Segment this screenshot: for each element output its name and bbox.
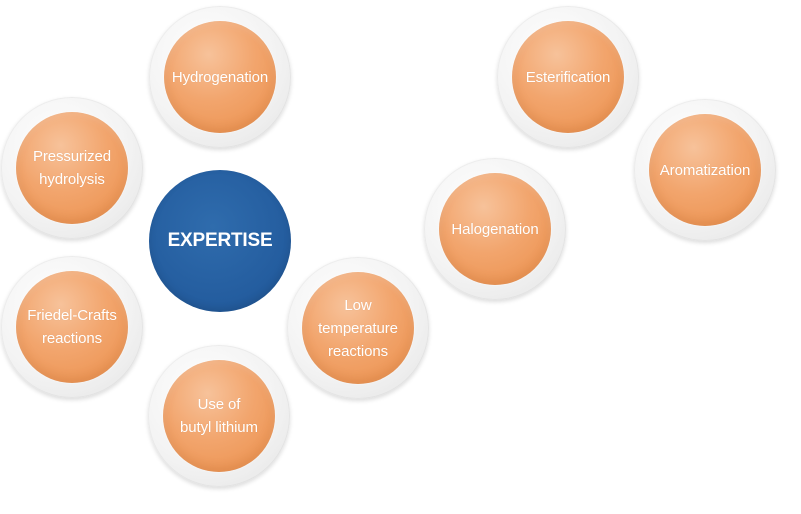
- bubble-butyl-lithium-inner: Use of butyl lithium: [163, 360, 275, 472]
- bubble-label: Friedel-Crafts reactions: [27, 307, 117, 347]
- bubble-label: Esterification: [525, 68, 611, 86]
- bubble-label: Use of butyl lithium: [180, 396, 258, 436]
- bubble-aromatization: Aromatization: [634, 99, 776, 241]
- bubble-pressurized-hydrolysis: Pressurized hydrolysis: [1, 97, 143, 239]
- bubble-friedel-crafts-inner: Friedel-Crafts reactions: [16, 271, 128, 383]
- bubble-halogenation-inner: Halogenation: [439, 173, 551, 285]
- bubble-pressurized-hydrolysis-inner: Pressurized hydrolysis: [16, 112, 128, 224]
- bubble-hydrogenation-inner: Hydrogenation: [164, 21, 276, 133]
- center-label: EXPERTISE: [167, 230, 273, 251]
- bubble-hydrogenation: Hydrogenation: [149, 6, 291, 148]
- bubble-label: Aromatization: [659, 161, 751, 179]
- bubble-low-temperature-inner: Low temperature reactions: [302, 272, 414, 384]
- bubble-friedel-crafts: Friedel-Crafts reactions: [1, 256, 143, 398]
- bubble-label: Halogenation: [451, 220, 539, 238]
- bubble-esterification-inner: Esterification: [512, 21, 624, 133]
- bubble-label: Pressurized hydrolysis: [32, 148, 112, 188]
- bubble-aromatization-inner: Aromatization: [649, 114, 761, 226]
- bubble-halogenation: Halogenation: [424, 158, 566, 300]
- bubble-label: Hydrogenation: [171, 68, 269, 86]
- bubble-label: Low temperature reactions: [318, 296, 398, 360]
- bubble-esterification: Esterification: [497, 6, 639, 148]
- expertise-center-circle: EXPERTISE: [149, 170, 291, 312]
- bubble-butyl-lithium: Use of butyl lithium: [148, 345, 290, 487]
- bubble-low-temperature: Low temperature reactions: [287, 257, 429, 399]
